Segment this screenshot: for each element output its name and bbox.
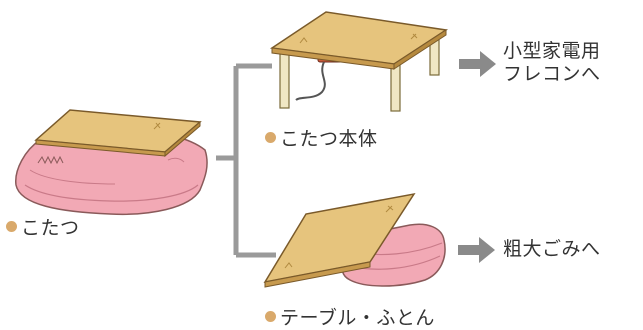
label-table-futon: テーブル・ふとん (265, 303, 435, 330)
connector-lines (216, 63, 276, 258)
bullet-dot (6, 221, 17, 232)
label-kotatsu-body-text: こたつ本体 (280, 128, 378, 150)
label-kotatsu-body: こたつ本体 (265, 124, 378, 151)
destination-small-appliance: 小型家電用 フレコンへ (503, 40, 601, 86)
bullet-dot (265, 311, 276, 322)
destination-small-appliance-line2: フレコンへ (503, 63, 601, 85)
destination-small-appliance-line1: 小型家電用 (503, 40, 601, 62)
destination-bulky-waste: 粗大ごみへ (503, 238, 601, 261)
arrow-to-small-appliance (459, 51, 496, 77)
destination-bulky-waste-text: 粗大ごみへ (503, 238, 601, 260)
arrow-to-bulky-waste (458, 237, 495, 263)
kotatsu-body-illustration (269, 11, 449, 112)
kotatsu-illustration (15, 109, 208, 216)
label-kotatsu-text: こたつ (21, 217, 80, 239)
label-kotatsu: こたつ (6, 213, 80, 240)
table-futon-illustration (263, 192, 446, 288)
label-table-futon-text: テーブル・ふとん (280, 307, 435, 329)
bullet-dot (265, 132, 276, 143)
